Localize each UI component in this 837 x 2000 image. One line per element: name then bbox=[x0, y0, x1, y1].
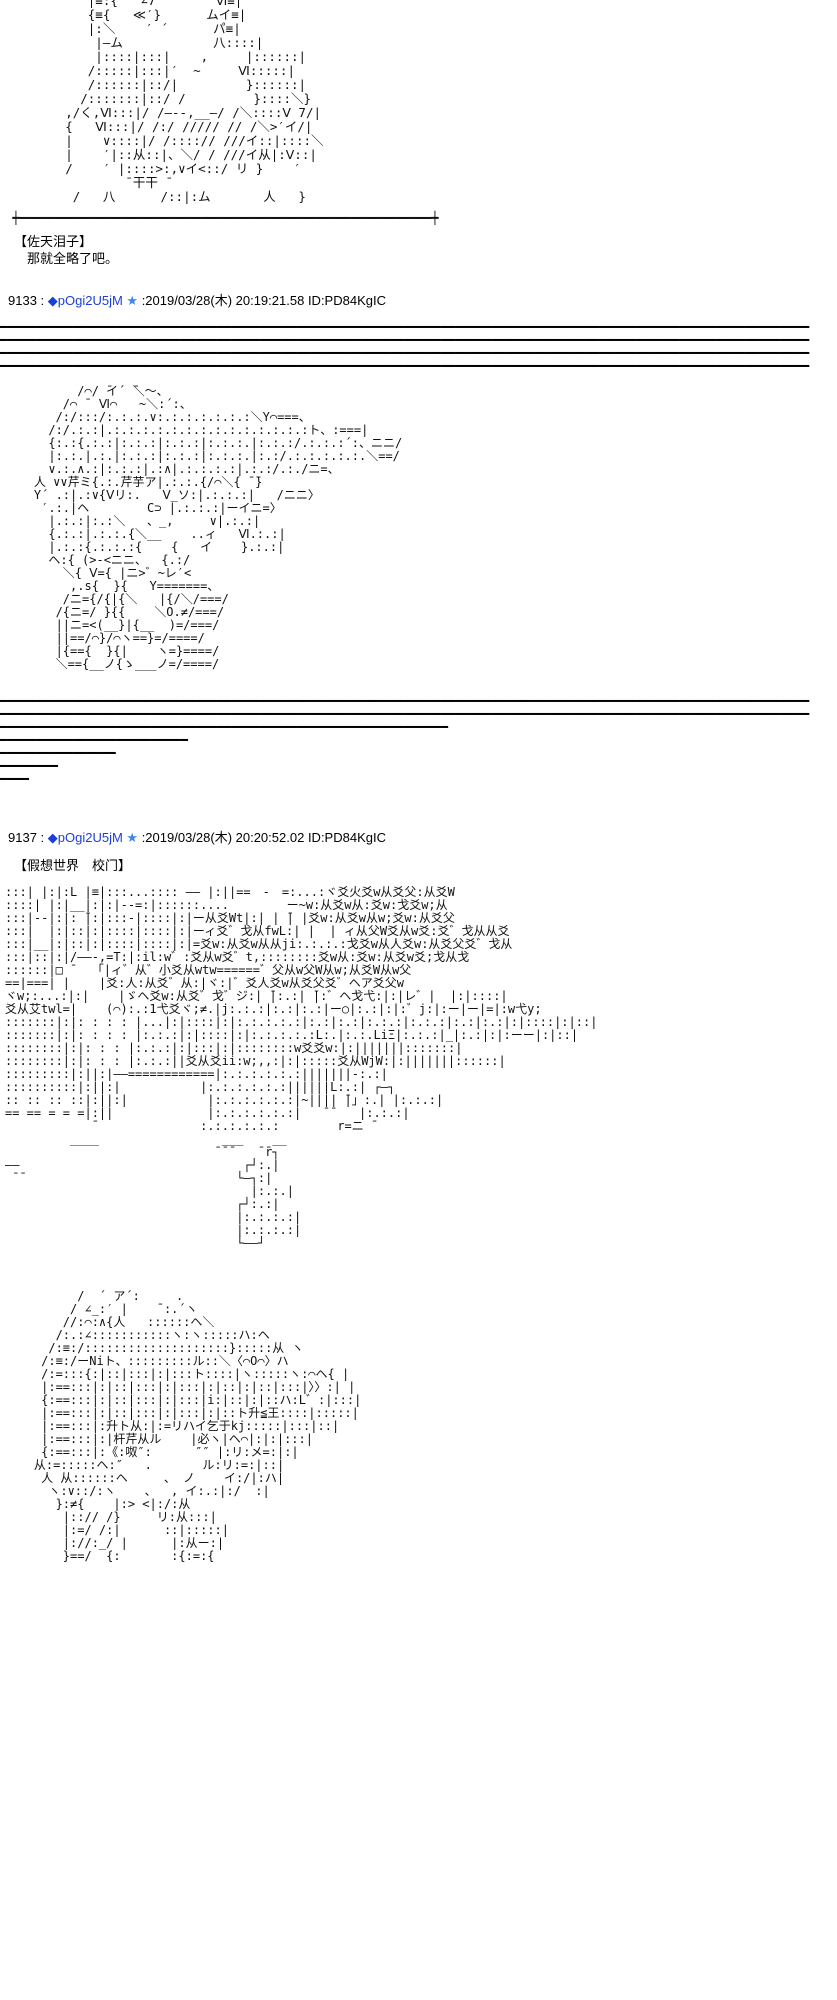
ascii-art-school-gate: :::| |:|:L |≡|:::...:::: ―― |:||== - =:.… bbox=[5, 885, 598, 1250]
dialogue-text: 那就全略了吧。 bbox=[14, 251, 119, 266]
post-number[interactable]: 9133 bbox=[8, 293, 37, 308]
dialogue-block: 【佐天泪子】 那就全略了吧。 bbox=[0, 233, 837, 267]
poster-tripcode[interactable]: ◆pOgi2U5jM bbox=[47, 830, 123, 845]
post-header-9137: 9137 : ◆pOgi2U5jM ★ :2019/03/28(木) 20:20… bbox=[0, 830, 837, 846]
poster-tripcode[interactable]: ◆pOgi2U5jM bbox=[47, 293, 123, 308]
star-icon: ★ bbox=[126, 293, 139, 308]
post-9137: 9137 : ◆pOgi2U5jM ★ :2019/03/28(木) 20:20… bbox=[0, 830, 837, 1563]
post-header-9133: 9133 : ◆pOgi2U5jM ★ :2019/03/28(木) 20:19… bbox=[0, 293, 837, 309]
scene-transition-lines-bottom: ━━━━━━━━━━━━━━━━━━━━━━━━━━━━━━━━━━━━━━━━… bbox=[0, 694, 810, 786]
poster-id[interactable]: ID:PD84KgIC bbox=[307, 293, 386, 308]
scene-transition-lines-top: ━━━━━━━━━━━━━━━━━━━━━━━━━━━━━━━━━━━━━━━━… bbox=[0, 320, 810, 373]
scene-label: 【假想世界 校门】 bbox=[14, 858, 132, 873]
name-separator: : bbox=[36, 830, 48, 845]
post-9133: 9133 : ◆pOgi2U5jM ★ :2019/03/28(木) 20:19… bbox=[0, 293, 837, 786]
ascii-art-face: /⌒/ ̄イ´ ̄＼～、 /⌒ ̄ Ⅵ⌒ ~＼:´:、 /:/:::/:.:.:… bbox=[33, 384, 403, 671]
star-icon: ★ bbox=[126, 830, 139, 845]
ascii-art-character-top: |≡:{ ∠7 Ⅵ≡| {≡{ ≪′} ムイ≡| |:＼ ′ ´ パ≡| |―ム… bbox=[65, 0, 324, 204]
post-datetime: :2019/03/28(木) 20:20:52.02 bbox=[138, 830, 308, 845]
ascii-art-character-bottom: / ´ ア´: . / ∠_:′ | ̄ :.´ヽ //:⌒:∧{人 :::::… bbox=[33, 1289, 362, 1563]
poster-id[interactable]: ID:PD84KgIC bbox=[307, 830, 386, 845]
speaker-name: 【佐天泪子】 bbox=[14, 234, 93, 249]
name-separator: : bbox=[36, 293, 48, 308]
post-number[interactable]: 9137 bbox=[8, 830, 37, 845]
aa-ground-divider: ┿━━━━━━━━━━━━━━━━━━━━━━━━━━━━━━━━━━━━━━━… bbox=[5, 211, 439, 225]
aa-thread-page: |≡:{ ∠7 Ⅵ≡| {≡{ ≪′} ムイ≡| |:＼ ′ ´ パ≡| |―ム… bbox=[0, 0, 837, 1563]
post-datetime: :2019/03/28(木) 20:19:21.58 bbox=[138, 293, 308, 308]
post-previous: |≡:{ ∠7 Ⅵ≡| {≡{ ≪′} ムイ≡| |:＼ ′ ´ パ≡| |―ム… bbox=[0, 0, 837, 267]
